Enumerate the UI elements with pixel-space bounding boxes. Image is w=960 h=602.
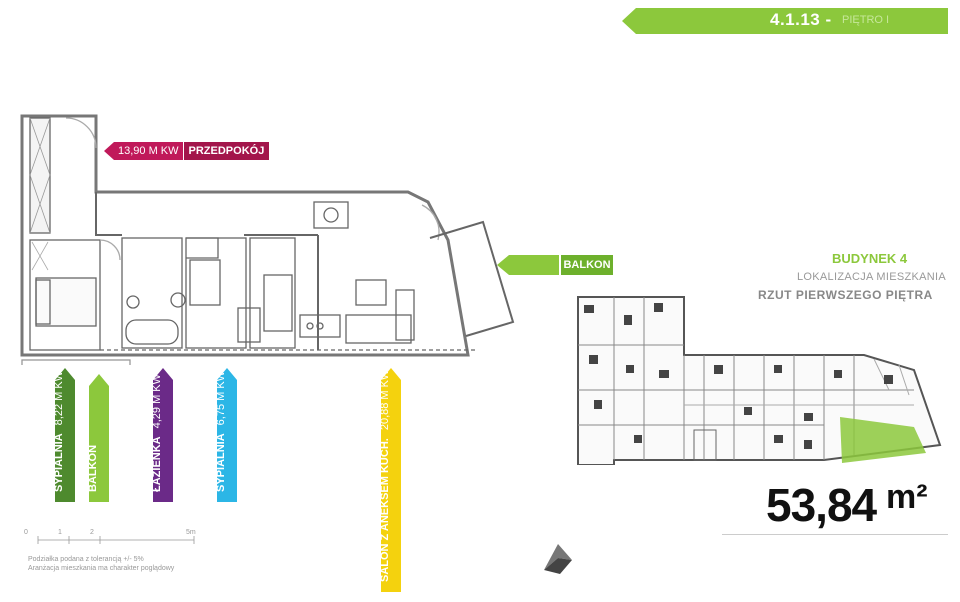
scale-bar bbox=[37, 536, 195, 544]
building-plan bbox=[577, 296, 942, 465]
area-value: 53,84 bbox=[766, 479, 877, 531]
tag-balkon-right: BALKON bbox=[497, 255, 613, 275]
floor-label: PIĘTRO I bbox=[842, 14, 890, 26]
note-arrangement: Aranżacja mieszkania ma charakter pogląd… bbox=[28, 565, 175, 572]
area-unit: m² bbox=[886, 478, 928, 516]
floor-plan bbox=[20, 114, 515, 365]
apartment-code: 4.1.13 - bbox=[770, 10, 832, 29]
compass-arrow-icon bbox=[544, 544, 572, 574]
building-label: BUDYNEK 4 bbox=[832, 251, 908, 266]
tag-lazienka: ŁAZIENKA4,29 M KW bbox=[151, 368, 173, 502]
tag-przedpokoj: 13,90 M KW PRZEDPOKÓJ bbox=[104, 142, 270, 160]
location-label: LOKALIZACJA MIESZKANIA bbox=[797, 271, 947, 283]
przedpokoj-name: PRZEDPOKÓJ bbox=[182, 142, 270, 160]
tag-balkon-bottom: BALKON bbox=[87, 374, 109, 502]
divider bbox=[722, 534, 948, 535]
tag-sypialnia-2: SYPIALNIA6,75 M KW bbox=[215, 368, 237, 502]
przedpokoj-area: 13,90 M KW bbox=[114, 142, 183, 160]
scale-tick-2: 2 bbox=[90, 529, 94, 536]
header-banner bbox=[622, 8, 948, 34]
tag-salon: SALON Z ANEKSEM KUCH.20,88 M KW bbox=[379, 368, 401, 592]
scale-tick-0: 0 bbox=[24, 529, 28, 536]
note-tolerance: Podziałka podana z tolerancją +/- 5% bbox=[28, 556, 144, 563]
balkon-right-label: BALKON bbox=[561, 255, 613, 275]
scale-tick-1: 1 bbox=[58, 529, 62, 536]
apartment-highlight bbox=[840, 417, 926, 463]
scale-tick-5m: 5m bbox=[186, 529, 196, 536]
plan-label: RZUT PIERWSZEGO PIĘTRA bbox=[758, 288, 933, 302]
tag-sypialnia-1: SYPIALNIA8,22 M KW bbox=[53, 368, 75, 502]
